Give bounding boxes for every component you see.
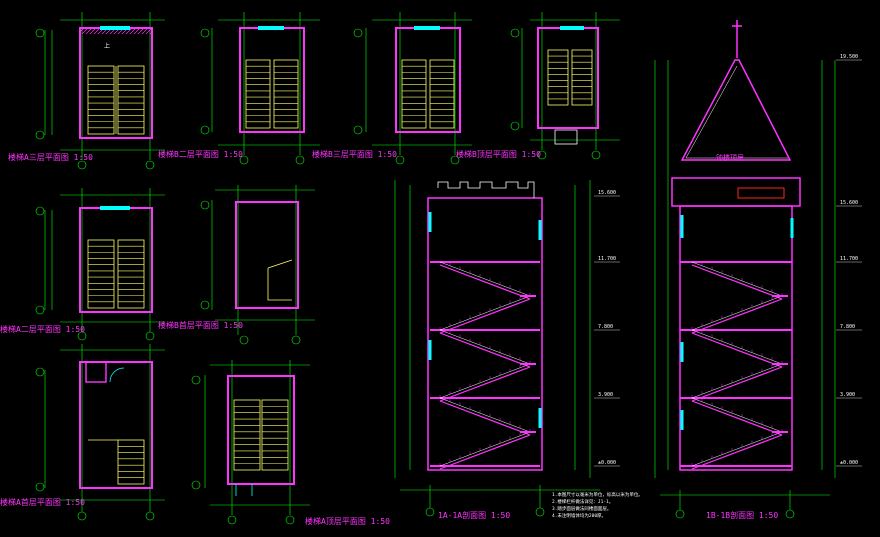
plan-title: 楼梯A二层平面图 1:50 — [0, 324, 85, 334]
level-label: 3.900 — [598, 392, 613, 398]
note-3: 3.踏步面层做法同楼面面层。 — [552, 505, 611, 512]
plan-a-3f: 上 楼梯A三层平面图 1:50 — [8, 12, 165, 170]
stair-tread-line — [439, 261, 531, 297]
stair-tread-line — [439, 400, 531, 436]
level-label: 11.700 — [598, 256, 616, 262]
stair-tread-line — [439, 431, 531, 467]
plan-title: 楼梯B二层平面图 1:50 — [158, 149, 243, 159]
plan-a-top: 楼梯A顶层平面图 1:50 — [191, 360, 390, 526]
stair-tread-line — [439, 264, 531, 300]
plan-title: 楼梯A首层平面图 1:50 — [0, 497, 85, 507]
plan-title: 楼梯B三层平面图 1:50 — [312, 149, 397, 159]
stair-tread-line — [439, 363, 531, 399]
note-1: 1.本图尺寸以毫米为单位，标高以米为单位。 — [552, 491, 643, 498]
stair-tread-line — [691, 295, 783, 331]
note-4: 4.未注明墙体均为200厚。 — [552, 512, 606, 519]
stair-tread-line — [691, 261, 783, 297]
level-label: ±0.000 — [840, 460, 858, 466]
note-2: 2.楼梯栏杆做法详见：J1-1。 — [552, 498, 613, 505]
section-title: 1A-1A剖面图 1:50 — [438, 510, 510, 520]
stair-tread-line — [691, 298, 783, 334]
stair-tread-line — [439, 397, 531, 433]
stair-up-label: 上 — [104, 42, 110, 50]
stair-tread-line — [691, 363, 783, 399]
stair-tread-line — [691, 329, 783, 365]
level-label: 15.600 — [840, 200, 858, 206]
plan-title: 楼梯A三层平面图 1:50 — [8, 152, 93, 162]
plan-b-3f: 楼梯B三层平面图 1:50 — [312, 12, 472, 165]
stair-tread-line — [439, 366, 531, 402]
tower-label: 钟楼顶层 — [716, 153, 744, 162]
plan-b-2f: 楼梯B二层平面图 1:50 — [158, 12, 320, 165]
stair-tread-line — [691, 397, 783, 433]
section-title: 1B-1B剖面图 1:50 — [706, 510, 778, 520]
level-label: ±0.000 — [598, 460, 616, 466]
plan-a-1f: 楼梯A首层平面图 1:50 — [0, 344, 165, 521]
plan-title: 楼梯B顶层平面图 1:50 — [456, 149, 541, 159]
plan-a-2f: 楼梯A二层平面图 1:50 — [0, 188, 165, 341]
stair-tread-line — [691, 264, 783, 300]
stair-tread-line — [691, 434, 783, 470]
level-label: 19.500 — [840, 54, 858, 60]
stair-tread-line — [439, 298, 531, 334]
level-label: 15.600 — [598, 190, 616, 196]
plan-title: 楼梯B首层平面图 1:50 — [158, 320, 243, 330]
level-label: 7.800 — [840, 324, 855, 330]
plan-title: 楼梯A顶层平面图 1:50 — [305, 516, 390, 526]
stair-tread-line — [691, 366, 783, 402]
stair-tread-line — [439, 434, 531, 470]
stair-tread-line — [691, 400, 783, 436]
section-b: 钟楼顶层 ±0.0003.9007.80011.70015.60019.500 … — [654, 20, 862, 520]
stair-tread-line — [691, 332, 783, 368]
plan-b-roof: 楼梯B首层平面图 1:50 — [158, 185, 315, 345]
stair-tread-line — [439, 332, 531, 368]
level-label: 3.900 — [840, 392, 855, 398]
stair-tread-line — [439, 295, 531, 331]
plan-b-top: 楼梯B顶层平面图 1:50 — [456, 12, 620, 160]
section-a: ±0.000 3.900 7.800 11.700 15.600 1A-1A剖面图 1:… — [394, 180, 620, 520]
level-label: 7.800 — [598, 324, 613, 330]
level-label: 11.700 — [840, 256, 858, 262]
stair-tread-line — [439, 329, 531, 365]
general-notes: 1.本图尺寸以毫米为单位，标高以米为单位。 2.楼梯栏杆做法详见：J1-1。 3… — [552, 491, 643, 519]
stair-tread-line — [691, 431, 783, 467]
